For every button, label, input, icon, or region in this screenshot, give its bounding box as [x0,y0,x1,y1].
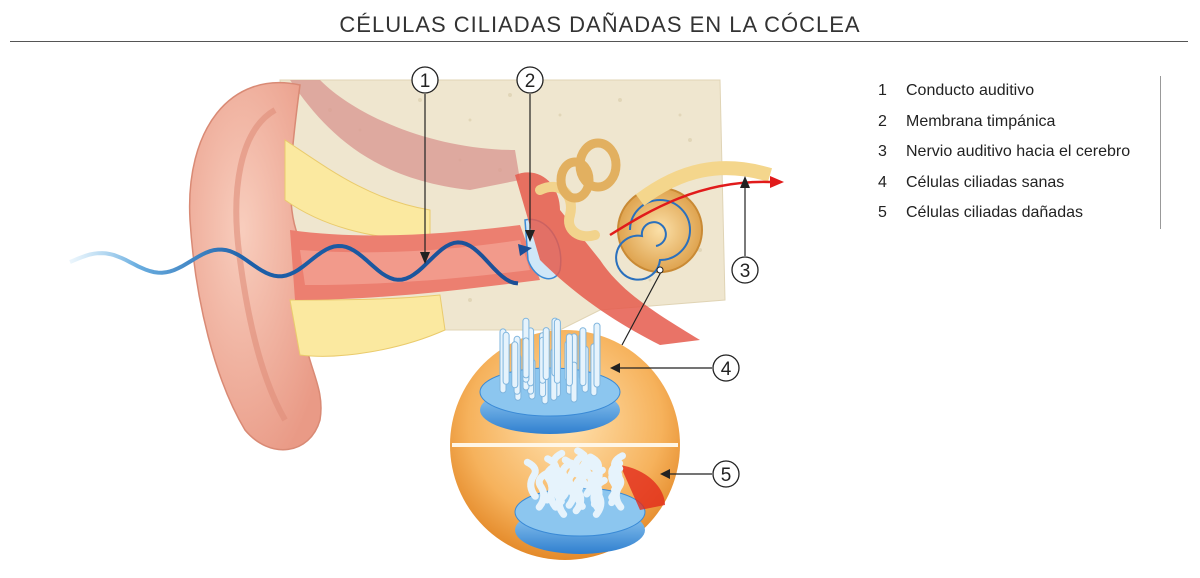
soft-tissue [290,80,520,190]
healthy-hair-cells [479,317,621,434]
title-divider [10,41,1188,42]
legend: 1 Conducto auditivo 2 Membrana timpánica… [878,76,1161,229]
legend-item: 4 Células ciliadas sanas [878,168,1146,199]
semicircular-canals [556,138,621,203]
damaged-cilium [559,459,575,501]
healthy-cilium [522,337,530,379]
legend-label: Nervio auditivo hacia el cerebro [906,143,1131,161]
healthy-cilium [565,333,573,387]
marker-4: 4 [712,354,740,382]
legend-item: 2 Membrana timpánica [878,107,1146,138]
lower-cartilage [289,294,446,357]
nerve-arrowhead [770,176,784,188]
marker-2-label: 2 [525,71,536,92]
damaged-hair-cells [514,447,665,554]
legend-label: Células ciliadas sanas [906,173,1065,191]
legend-label: Membrana timpánica [906,112,1056,130]
legend-number: 1 [878,82,887,100]
marker-4-label: 4 [721,359,732,380]
legend-number: 2 [878,112,887,130]
page-title: CÉLULAS CILIADAS DAÑADAS EN LA CÓCLEA [339,12,861,37]
legend-label: Células ciliadas dañadas [906,204,1083,222]
legend-number: 3 [878,143,887,161]
legend-item: 5 Células ciliadas dañadas [878,198,1146,229]
damaged-area [620,465,665,510]
damaged-cilium [523,458,539,500]
legend-label: Conducto auditivo [906,82,1035,100]
damaged-cilium [535,469,551,511]
marker-3: 3 [731,256,759,284]
healthy-cilium [553,318,561,384]
marker-5: 5 [712,460,740,488]
ossicles [535,181,600,242]
legend-number: 4 [878,173,887,191]
leader-lines [424,94,746,475]
damaged-cilium [561,456,577,498]
ear-diagram: 1 2 3 4 5 [69,66,784,560]
leader-arrowheads [420,176,750,479]
damaged-cilium [574,447,590,489]
marker-5-label: 5 [721,465,732,486]
auditory-nerve [635,161,773,206]
legend-number: 5 [878,204,887,222]
damaged-cilium [608,459,624,501]
healthy-cilium [502,331,510,385]
marker-3-label: 3 [740,261,751,282]
healthy-cilium [542,327,550,381]
marker-2: 2 [516,66,544,94]
healthy-cilium [593,322,601,388]
cochlea-pointer-dot [656,266,664,274]
legend-item: 1 Conducto auditivo [878,76,1146,107]
marker-1: 1 [411,66,439,94]
damaged-cilium [550,449,566,491]
sound-wave [69,240,519,286]
ear-canal-inner [300,240,530,285]
pinna-fold [233,107,288,422]
healthy-cilium [579,327,587,387]
sound-wave-arrowhead [518,244,532,256]
healthy-cilium [511,341,519,389]
marker-1-label: 1 [420,71,431,92]
legend-item: 3 Nervio auditivo hacia el cerebro [878,137,1146,168]
damaged-cilium [585,459,601,501]
middle-ear [515,172,700,345]
